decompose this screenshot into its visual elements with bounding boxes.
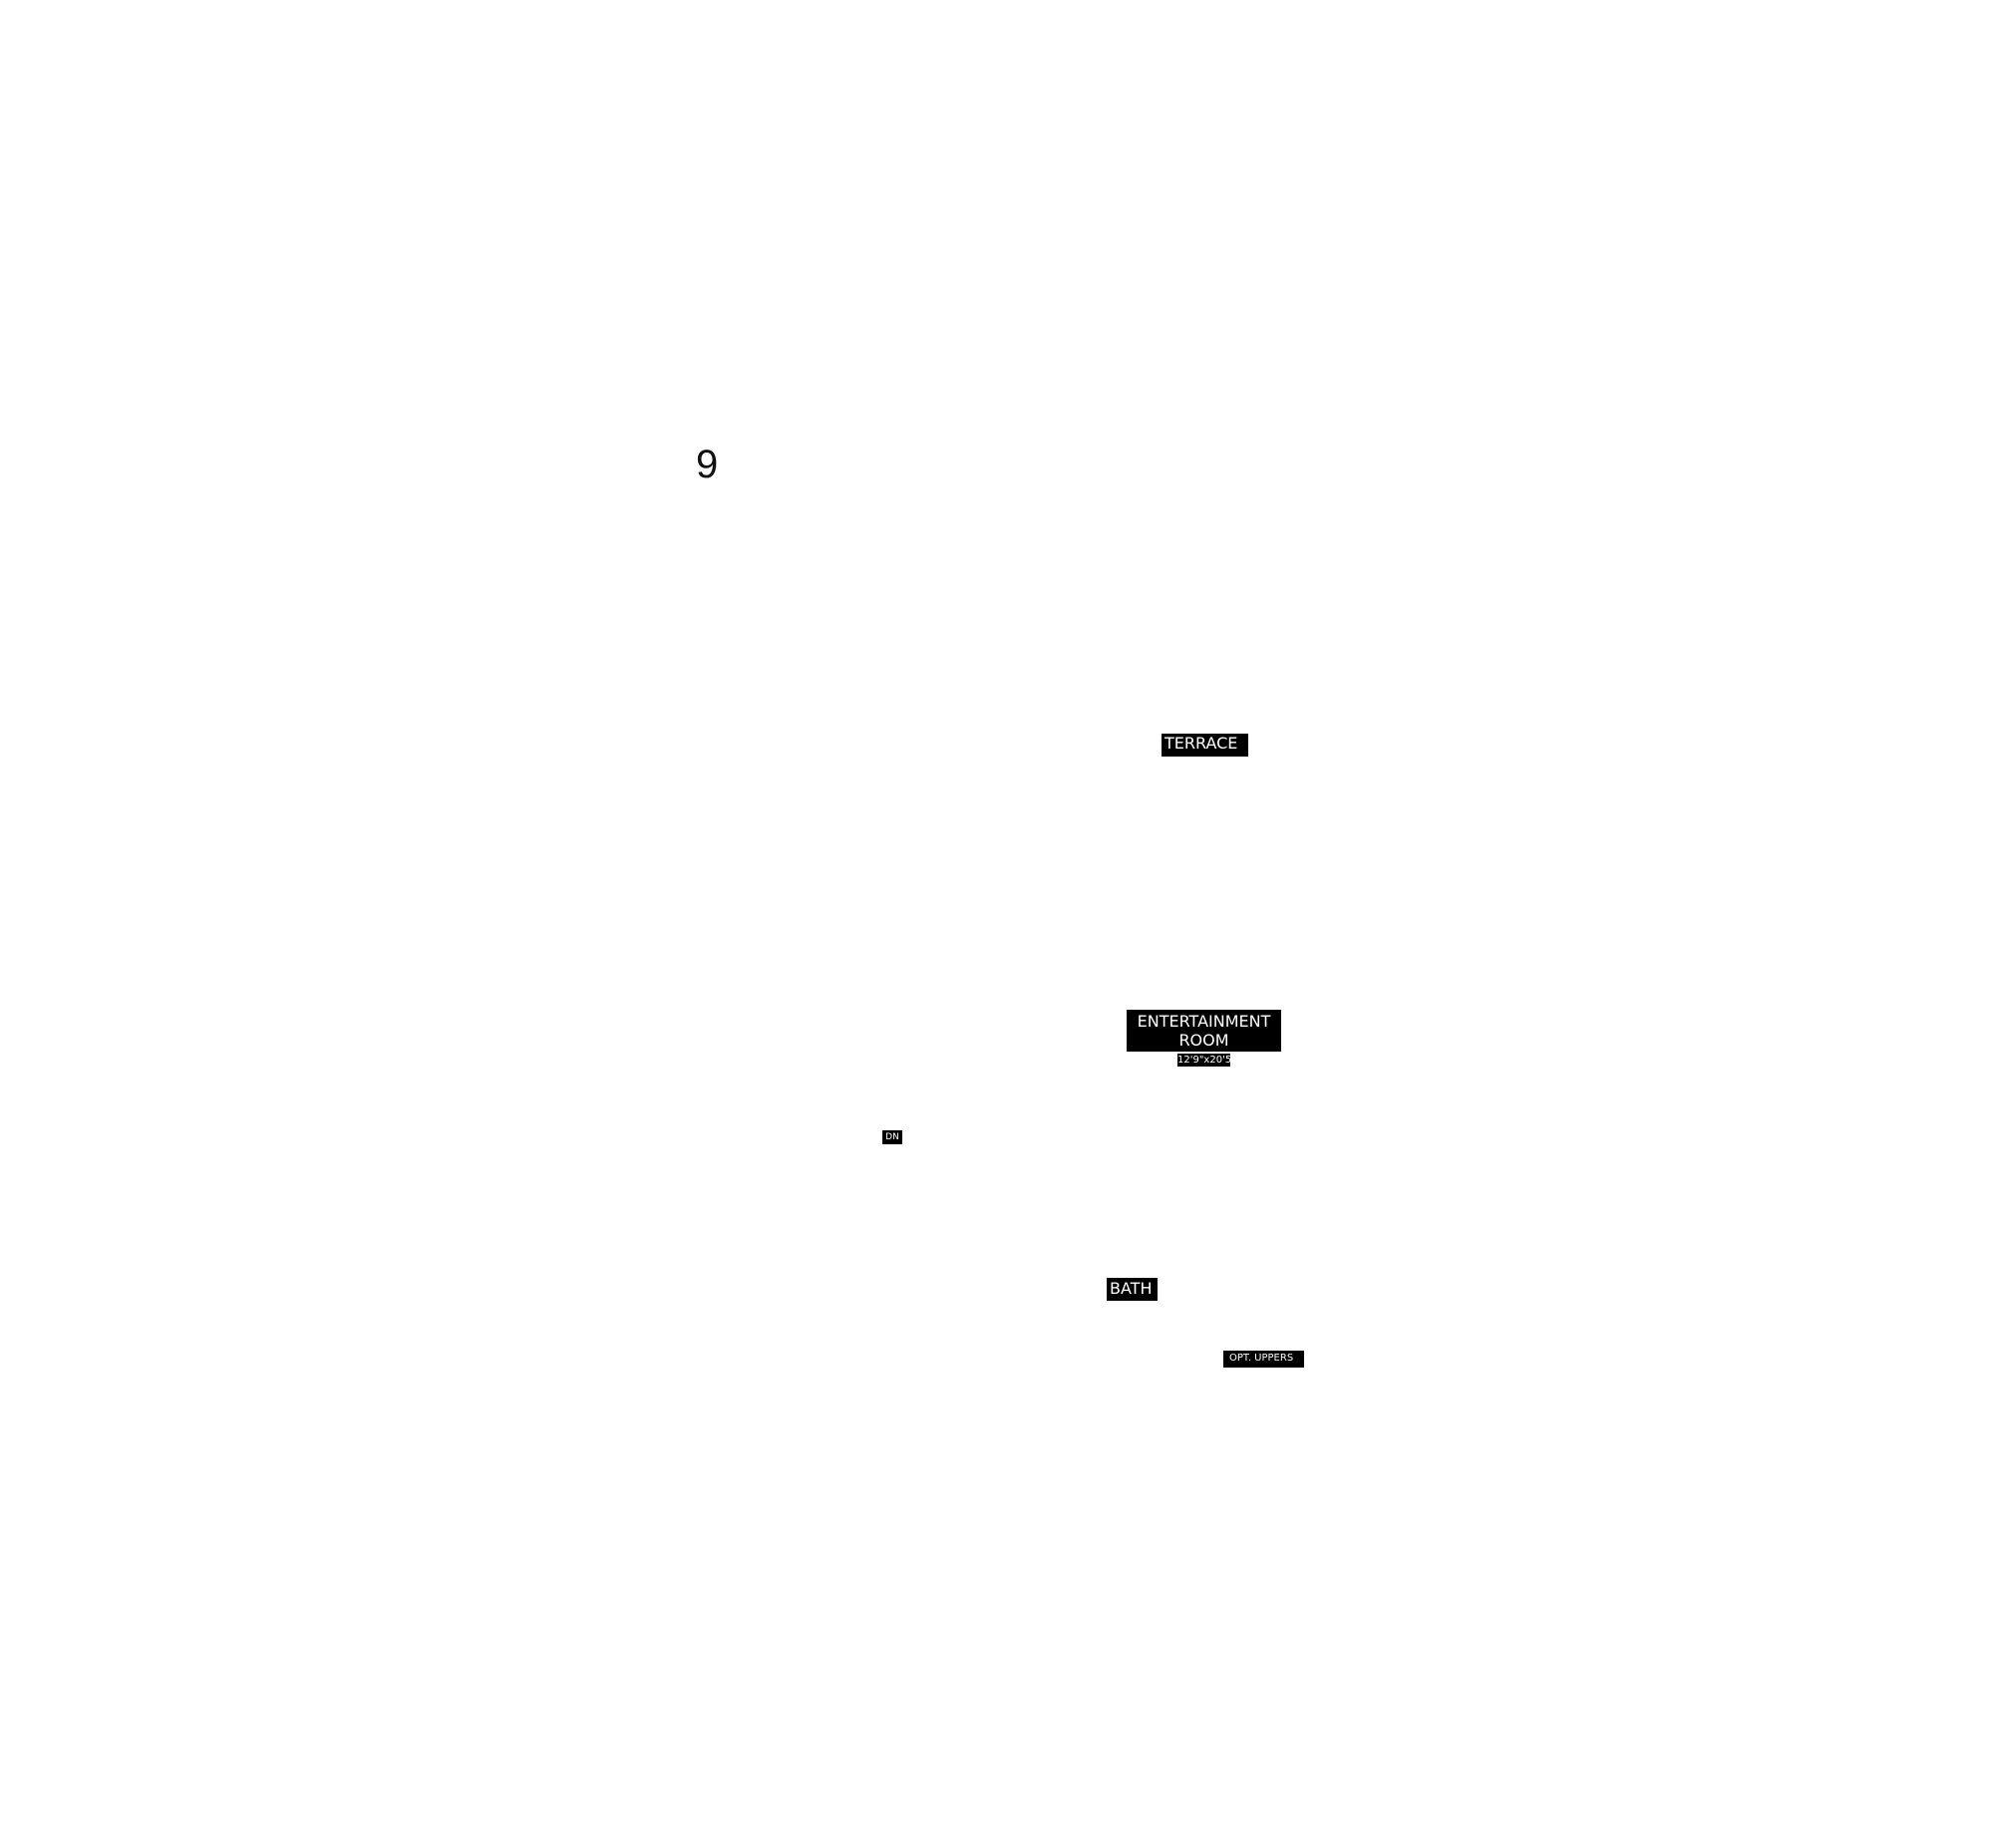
entertainment-room-dimensions: 12'9"x20'5" <box>1177 1054 1236 1067</box>
entertainment-room-label-line2: ROOM <box>1178 1031 1229 1050</box>
entertainment-room-label-line1: ENTERTAINMENT <box>1137 1012 1271 1031</box>
bath-label: BATH <box>1107 1278 1158 1301</box>
page-number: 9 <box>696 443 719 486</box>
entertainment-room-label: ENTERTAINMENT ROOM <box>1127 1010 1281 1052</box>
terrace-label: TERRACE <box>1162 734 1248 757</box>
optional-uppers-label: OPT. UPPERS <box>1223 1351 1304 1368</box>
stairs-down-label: DN <box>882 1130 902 1144</box>
